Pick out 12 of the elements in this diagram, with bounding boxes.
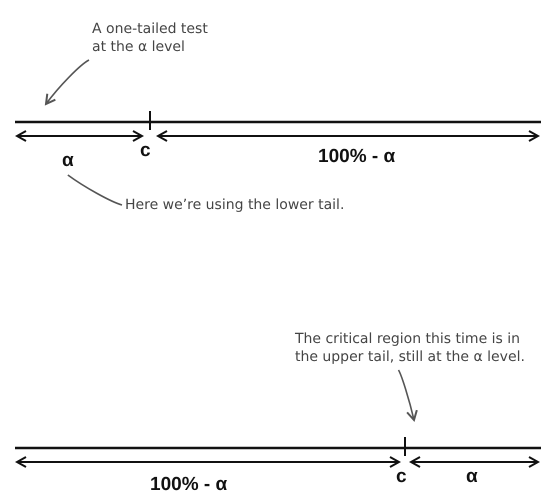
critical-value-label: c	[140, 140, 151, 162]
annotation-text: Here we’re using the lower tail.	[125, 196, 385, 214]
region-label: 100% - α	[318, 146, 396, 168]
region-label: 100% - α	[150, 474, 228, 496]
leader-line	[398, 370, 418, 421]
critical-value-label: c	[396, 466, 407, 488]
annotation-text: A one-tailed test at the α level	[92, 20, 212, 56]
region-label: α	[466, 466, 478, 488]
leader-line	[45, 59, 90, 105]
region-label: α	[62, 150, 74, 172]
annotation-text: The critical region this time is in the upper tail, still at the α level.	[295, 330, 525, 366]
leader-line	[67, 174, 122, 206]
